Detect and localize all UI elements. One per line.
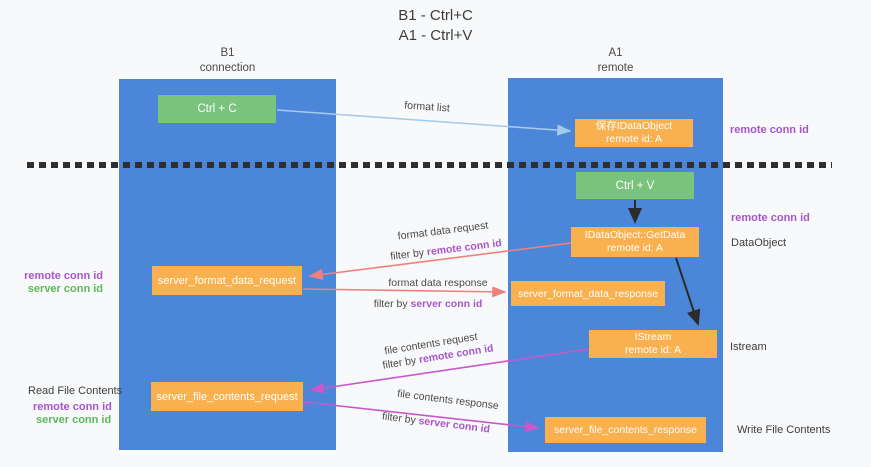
remote-conn-id-highlight: remote conn id	[426, 237, 503, 259]
format-data-response-filter-label: filter by server conn id	[374, 298, 483, 310]
diagram-title: B1 - Ctrl+C A1 - Ctrl+V	[0, 6, 871, 46]
filter-by-prefix: filter by	[381, 410, 420, 427]
istream-side-label: Istream	[730, 341, 767, 353]
right-remote-conn-id-mid-label: remote conn id	[731, 212, 810, 224]
ctrl-c-box: Ctrl + C	[158, 95, 276, 123]
right-remote-conn-id-top-label: remote conn id	[730, 124, 809, 136]
left-column-name: B1	[220, 47, 235, 59]
title-line-2: A1 - Ctrl+V	[398, 27, 473, 44]
save-idataobject-box: 保存IDataObject remote id: A	[575, 119, 693, 147]
istream-title: IStream	[634, 331, 672, 343]
server-conn-id-highlight: server conn id	[410, 298, 483, 310]
write-file-contents-label: Write File Contents	[737, 424, 831, 436]
dataobject-label: DataObject	[731, 237, 787, 249]
server-conn-id-highlight: server conn id	[417, 414, 491, 436]
right-column-name: A1	[608, 47, 623, 59]
format-data-request-label: format data request	[397, 219, 489, 243]
filter-by-prefix: filter by	[389, 246, 428, 263]
left-column-subtitle: connection	[199, 62, 256, 74]
save-idataobject-remote-id: remote id: A	[605, 133, 663, 145]
file-contents-response-label: file contents response	[396, 387, 500, 413]
server-file-contents-response-box: server_file_contents_response	[545, 417, 706, 443]
format-list-label: format list	[403, 99, 451, 115]
file-contents-response-filter-label: filter by server conn id	[381, 410, 490, 435]
right-column-header: A1 remote	[508, 46, 723, 76]
istream-box: IStream remote id: A	[589, 330, 717, 358]
read-file-contents-label: Read File Contents	[28, 385, 123, 397]
idataobject-getdata-box: IDataObject::GetData remote id: A	[571, 227, 699, 257]
format-data-response-label: format data response	[388, 277, 488, 289]
istream-remote-id: remote id: A	[624, 344, 682, 356]
save-idataobject-title: 保存IDataObject	[595, 120, 673, 132]
getdata-remote-id: remote id: A	[606, 242, 664, 254]
left-column-header: B1 connection	[119, 46, 336, 76]
server-file-contents-request-box: server_file_contents_request	[151, 382, 303, 411]
server-format-data-request-box: server_format_data_request	[152, 266, 302, 295]
filter-by-prefix: filter by	[373, 298, 411, 310]
getdata-title: IDataObject::GetData	[584, 229, 686, 241]
left-server-conn-id-top-label: server conn id	[27, 283, 103, 295]
title-line-1: B1 - Ctrl+C	[398, 7, 473, 24]
right-column-subtitle: remote	[597, 62, 634, 74]
left-remote-conn-id-top-label: remote conn id	[24, 270, 103, 282]
ctrl-v-box: Ctrl + V	[576, 172, 694, 199]
left-server-conn-id-bottom-label: server conn id	[36, 414, 112, 426]
left-remote-conn-id-bottom-label: remote conn id	[33, 401, 112, 413]
server-format-data-response-box: server_format_data_response	[511, 281, 665, 306]
